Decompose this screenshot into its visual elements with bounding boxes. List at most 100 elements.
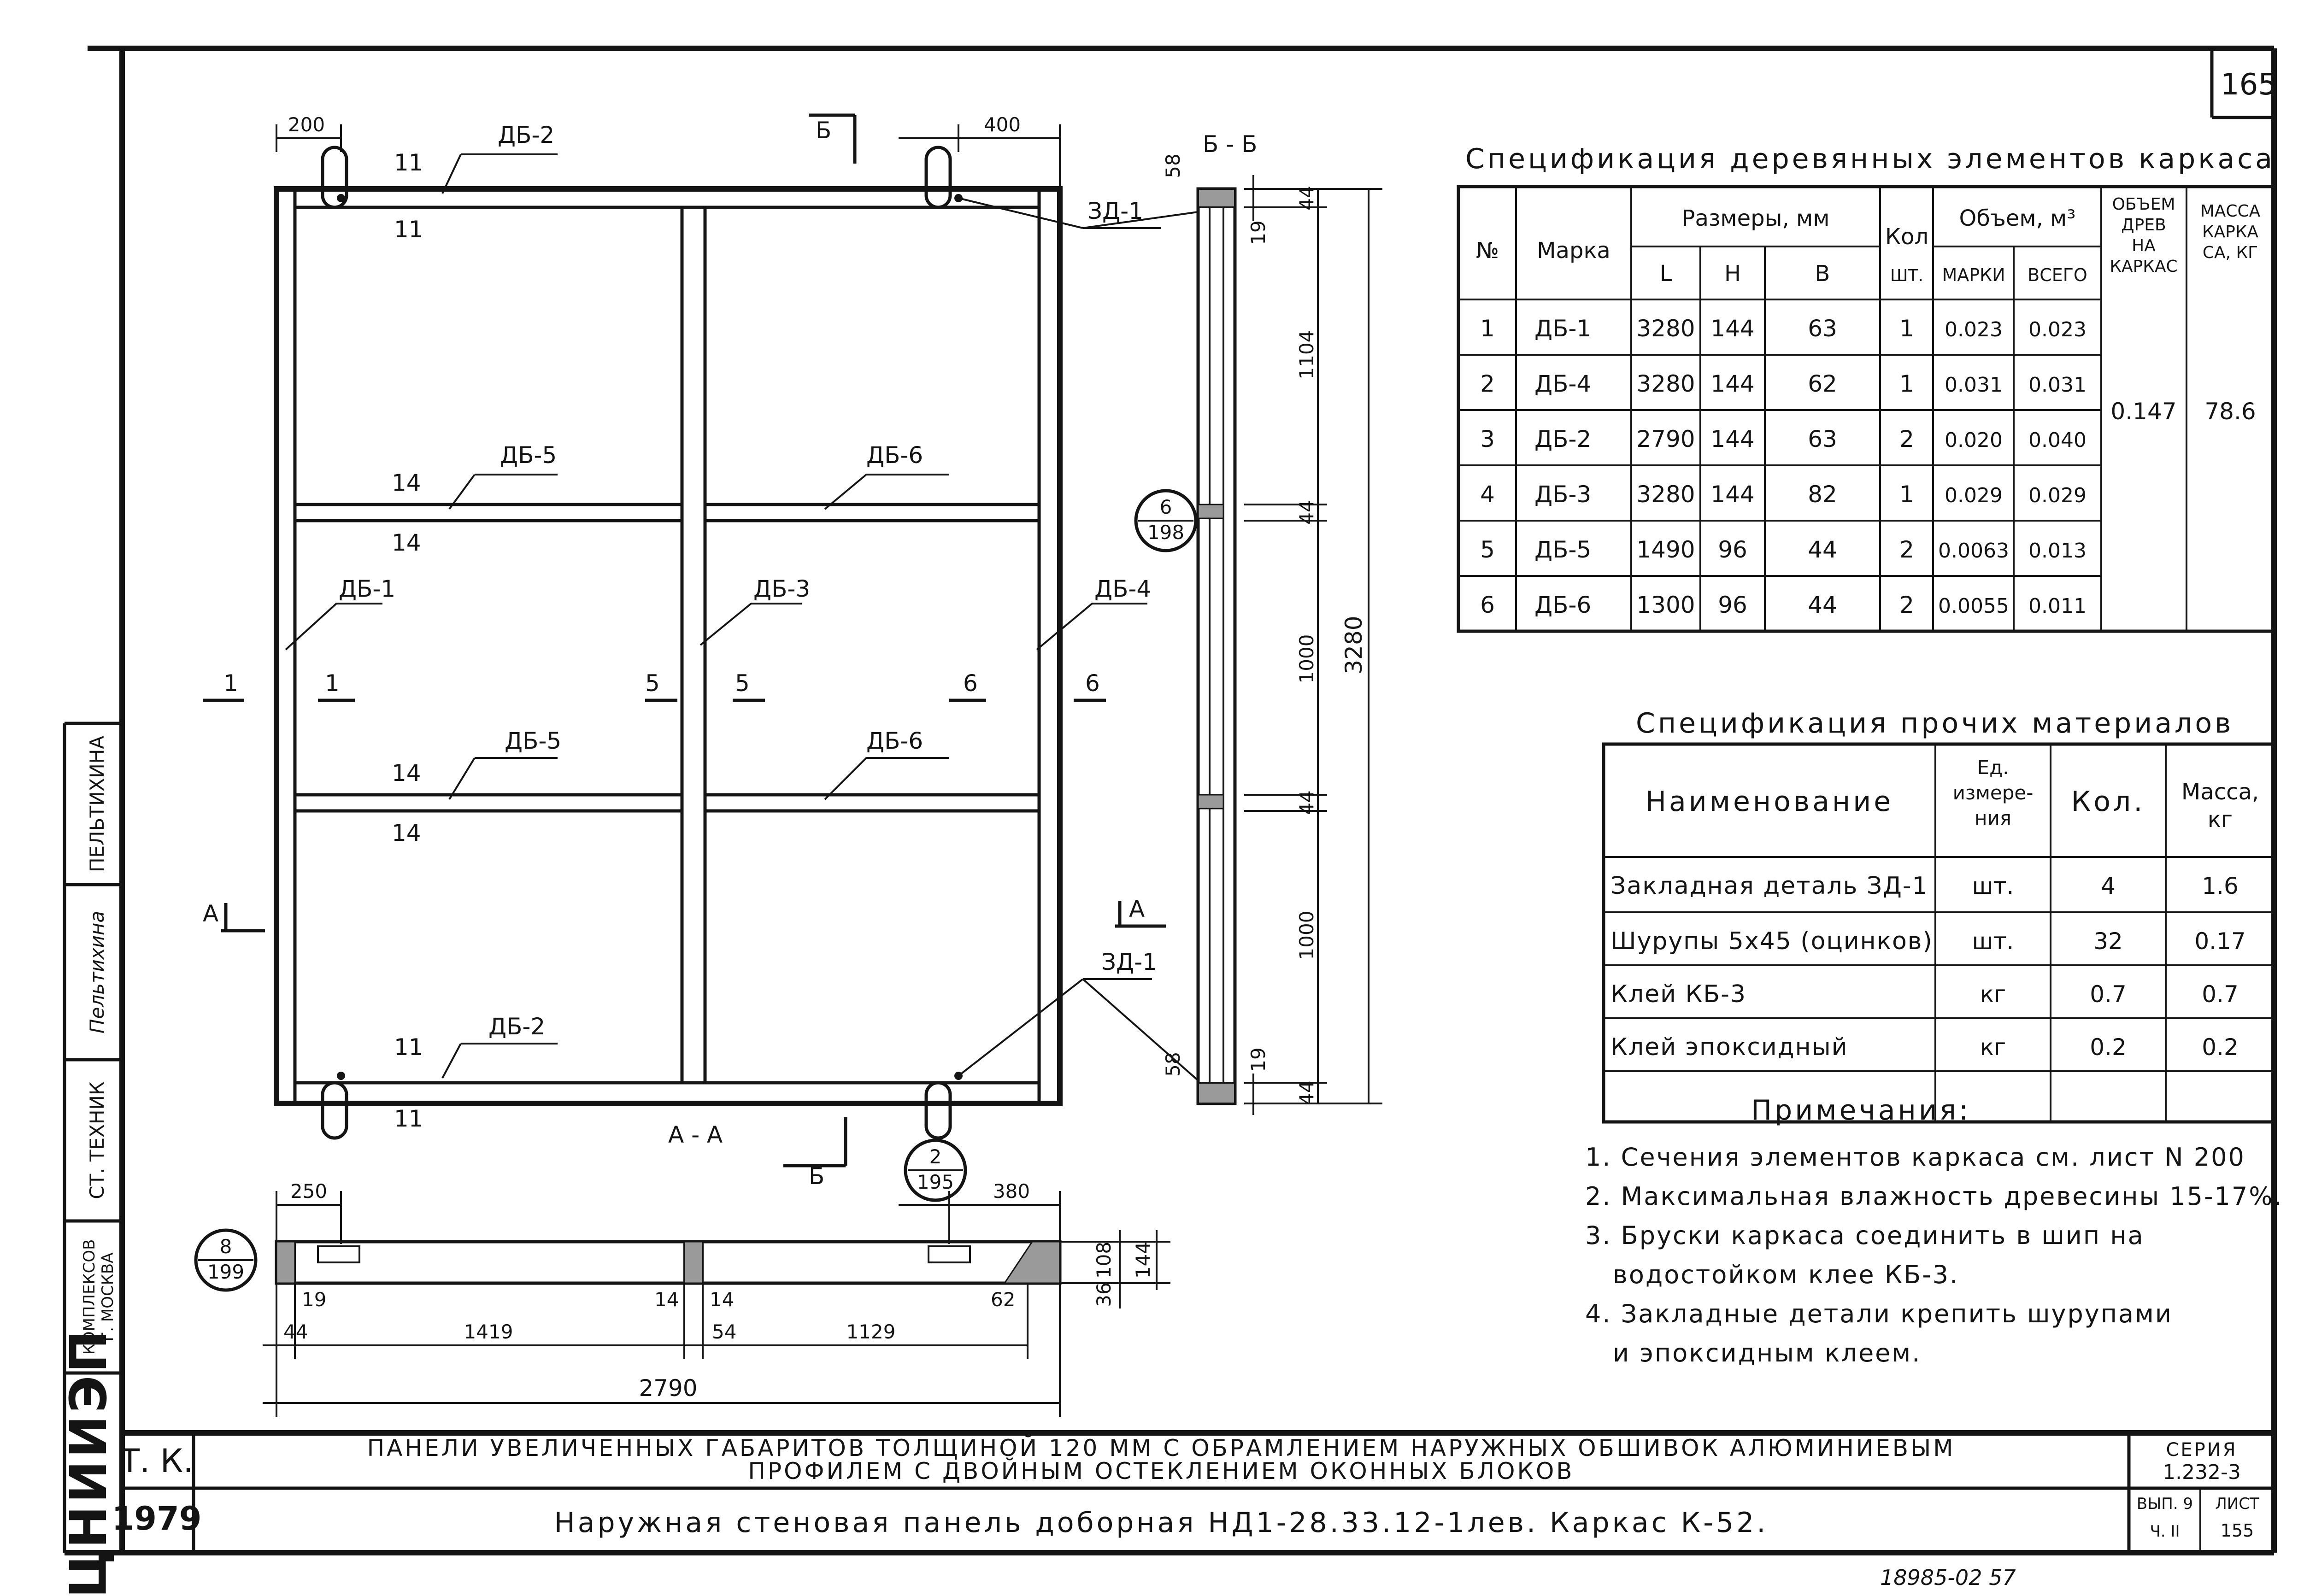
title-line-1: ПАНЕЛИ УВЕЛИЧЕННЫХ ГАБАРИТОВ ТОЛЩИНОЙ 12…	[367, 1434, 1956, 1461]
aa-dim-250: 250	[290, 1180, 327, 1203]
mat-cell: шт.	[1972, 873, 2014, 899]
wood-hdr-mark: Марка	[1537, 238, 1610, 264]
cut-b-bottom: Б	[809, 1163, 824, 1190]
ref-2-den: 195	[917, 1171, 954, 1193]
wood-cell: 0.029	[1945, 484, 2003, 507]
issue-label: ВЫП. 9	[2137, 1495, 2193, 1513]
bb-dim-1000-a: 1000	[1295, 634, 1318, 684]
bb-dim-3280: 3280	[1340, 616, 1367, 674]
section-5-right: 5	[735, 670, 750, 697]
wood-cell: 63	[1808, 426, 1837, 452]
wood-mass-value: 78.6	[2204, 398, 2256, 425]
elevation-top-dims	[276, 124, 1061, 189]
wood-cell: 1	[1899, 481, 1914, 508]
notes-list: 1. Сечения элементов каркаса см. лист N …	[1585, 1143, 2282, 1367]
year: 1979	[112, 1500, 202, 1537]
bottom-stamp: 18985-02 57	[1880, 1565, 2016, 1590]
note-line: 1. Сечения элементов каркаса см. лист N …	[1585, 1143, 2245, 1172]
cut-a-left: А	[203, 900, 218, 927]
wood-cell: 144	[1710, 315, 1754, 342]
wood-cell: 0.013	[2028, 539, 2087, 563]
wood-cell: 0.029	[2028, 484, 2087, 507]
aa-dim-54: 54	[712, 1320, 736, 1343]
org-abbrev: Т. К.	[119, 1442, 193, 1480]
issue-part: Ч. II	[2150, 1522, 2180, 1541]
bb-dim-1104: 1104	[1295, 330, 1318, 380]
sec-11-bot-b: 11	[394, 1105, 423, 1132]
wood-cell: 3280	[1636, 370, 1695, 397]
wood-hdr-m-1: МАССА	[2200, 202, 2261, 221]
bb-dim-58-bottom: 58	[1162, 1052, 1184, 1076]
aa-dim-14-a: 14	[654, 1288, 679, 1311]
mat-cell: шт.	[1972, 928, 2014, 955]
wood-cell: 1	[1899, 315, 1914, 342]
wood-cell: 144	[1710, 481, 1754, 508]
wood-cell: 1	[1899, 370, 1914, 397]
aa-dim-2790: 2790	[639, 1375, 697, 1402]
leader-lines	[285, 153, 1199, 1081]
sec-14-d: 14	[392, 820, 421, 846]
sec-11-top-a: 11	[394, 149, 423, 176]
wood-cell: ДБ-2	[1534, 426, 1591, 452]
mat-spec-grid	[1602, 742, 2276, 1124]
label-db4: ДБ-4	[1094, 575, 1151, 602]
wood-cell: 144	[1710, 370, 1754, 397]
wood-cell: 44	[1808, 592, 1837, 618]
wood-vol-wood-value: 0.147	[2110, 398, 2176, 425]
wood-cell: 144	[1710, 426, 1754, 452]
bb-dim-1000-b: 1000	[1295, 911, 1318, 960]
elevation-view	[274, 146, 1063, 1140]
wood-cell: 6	[1480, 592, 1495, 618]
margin-org-2: Г. МОСКВА	[99, 1253, 117, 1342]
wood-hdr-vw-1: ОБЪЕМ	[2112, 195, 2175, 214]
ref-6-den: 198	[1147, 521, 1184, 544]
label-db6-upper: ДБ-6	[866, 442, 923, 469]
sheet-number: 165	[2221, 68, 2277, 102]
margin-signature: Пельтихина	[86, 911, 108, 1033]
wood-cell: ДБ-6	[1534, 592, 1591, 618]
mat-cell: Шурупы 5х45 (оцинков)	[1610, 927, 1933, 955]
wood-cell: 2	[1899, 592, 1914, 618]
series-value: 1.232-3	[2163, 1461, 2241, 1484]
cut-markers	[203, 113, 1166, 1168]
mat-hdr-unit-1: Ед.	[1977, 756, 2009, 779]
section-aa	[263, 1191, 1170, 1417]
wood-cell: 0.040	[2028, 428, 2087, 452]
mat-cell: 1.6	[2202, 873, 2239, 899]
note-line: 4. Закладные детали крепить шурупами	[1585, 1299, 2173, 1328]
mat-cell: 0.7	[2090, 981, 2127, 1008]
mat-cell: Клей КБ-3	[1610, 980, 1746, 1008]
margin-org-1: КОМПЛЕКСОВ	[80, 1239, 99, 1355]
ref-2-num: 2	[929, 1145, 942, 1168]
wood-cell: 2	[1899, 426, 1914, 452]
aa-dim-44: 44	[283, 1320, 308, 1343]
bb-dim-44-mid2: 44	[1295, 790, 1318, 815]
note-line: водостойком клее КБ-3.	[1613, 1260, 1959, 1289]
wood-cell: 0.020	[1945, 428, 2003, 452]
wood-hdr-no: №	[1476, 238, 1499, 264]
sheet-subject: Наружная стеновая панель доборная НД1-28…	[554, 1507, 1769, 1539]
mat-hdr-mass-2: кг	[2208, 807, 2233, 833]
wood-cell: 2	[1480, 370, 1495, 397]
wood-cell: 44	[1808, 536, 1837, 563]
wood-hdr-vol-mark: МАРКИ	[1942, 265, 2005, 285]
wood-cell: 3280	[1636, 315, 1695, 342]
sec-11-bot-a: 11	[394, 1034, 423, 1061]
mat-cell: 0.17	[2194, 928, 2245, 955]
cut-a-right: А	[1129, 896, 1145, 922]
mat-cell: Клей эпоксидный	[1610, 1033, 1848, 1061]
wood-cell: 0.023	[2028, 318, 2087, 341]
aa-dim-1129: 1129	[846, 1320, 896, 1343]
wood-hdr-b: В	[1815, 261, 1830, 287]
wood-cell: 0.0055	[1938, 594, 2009, 618]
label-db1: ДБ-1	[339, 575, 395, 602]
section-6-right: 6	[1085, 670, 1100, 697]
wood-cell: ДБ-1	[1534, 315, 1591, 342]
wood-hdr-qty-1: Кол	[1885, 224, 1928, 250]
section-bb-title: Б - Б	[1203, 131, 1257, 158]
wood-hdr-h: Н	[1724, 261, 1741, 287]
wood-cell: 3280	[1636, 481, 1695, 508]
mat-hdr-qty: Кол.	[2071, 786, 2145, 818]
ref-6-num: 6	[1160, 496, 1172, 518]
